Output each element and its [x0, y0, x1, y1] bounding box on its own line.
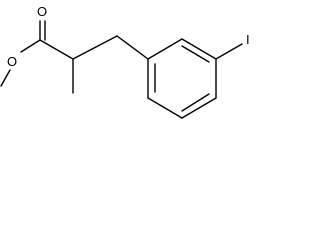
ring-inner-2 — [181, 45, 210, 63]
bond-alpha-ch2 — [72, 35, 118, 60]
bond-c-o-ester — [20, 39, 41, 53]
ring-bond-2 — [181, 38, 217, 60]
ring-inner-3 — [181, 93, 210, 112]
bond-ch2-ring — [116, 35, 149, 60]
bond-o-methyl — [0, 69, 11, 87]
ring-bond-5 — [147, 97, 183, 119]
structure-diagram: O O I — [0, 0, 255, 131]
ring-bond-1 — [147, 38, 183, 60]
ring-bond-4 — [181, 97, 217, 119]
atom-label-iodine: I — [246, 32, 250, 47]
atom-label-ester-oxygen: O — [7, 54, 17, 69]
atom-label-carbonyl-oxygen: O — [37, 4, 47, 19]
molecule-drawing: O O I — [0, 4, 250, 119]
bond-carbonyl-alpha — [39, 39, 74, 60]
bond-c-iodine — [215, 43, 243, 60]
